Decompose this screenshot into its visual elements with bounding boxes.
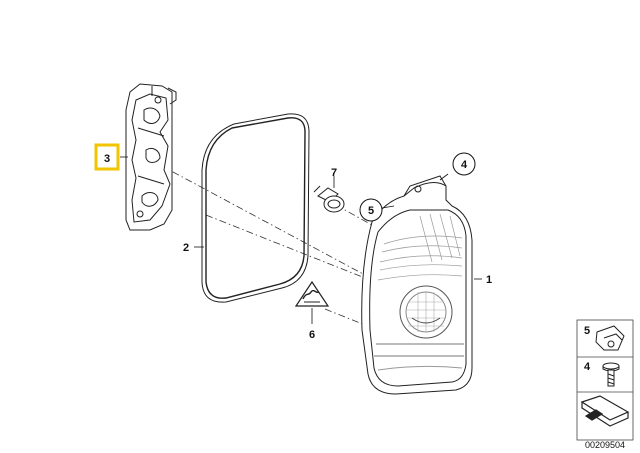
callout-6-label: 6 <box>309 329 315 341</box>
drawing-number: 00209504 <box>585 440 625 450</box>
legend-item-5-label: 5 <box>584 325 590 337</box>
legend-item-5[interactable]: 5 <box>584 325 625 351</box>
callout-3[interactable]: 3 <box>94 143 120 171</box>
screw-icon <box>602 362 620 387</box>
legend-item-set[interactable] <box>580 395 630 427</box>
tail-light-housing-part[interactable] <box>361 175 473 395</box>
parts-legend: 5 4 <box>576 319 634 441</box>
callout-7-label: 7 <box>331 167 337 179</box>
callout-5-label: 5 <box>368 205 374 217</box>
legend-item-4-label: 4 <box>584 361 591 373</box>
callout-4[interactable]: 4 <box>452 152 476 176</box>
callout-2-label: 2 <box>183 242 189 254</box>
callout-7[interactable]: 7 <box>331 167 337 179</box>
callout-1-label: 1 <box>486 274 492 286</box>
clip-nut-icon <box>595 325 625 351</box>
leader-lines <box>159 164 373 326</box>
callout-leaders <box>120 156 482 324</box>
callout-1[interactable]: 1 <box>486 274 492 286</box>
callout-2[interactable]: 2 <box>183 242 189 254</box>
callout-5[interactable]: 5 <box>359 198 383 222</box>
callout-4-label: 4 <box>461 159 468 171</box>
warning-label-part[interactable] <box>294 280 330 307</box>
legend-item-4[interactable]: 4 <box>584 361 620 387</box>
gasket-part[interactable] <box>201 113 310 303</box>
bulb-part[interactable] <box>313 185 345 213</box>
callout-6[interactable]: 6 <box>309 329 315 341</box>
bulb-carrier-part[interactable] <box>125 83 177 231</box>
callout-3-label: 3 <box>104 153 110 165</box>
parts-set-icon <box>580 395 630 427</box>
